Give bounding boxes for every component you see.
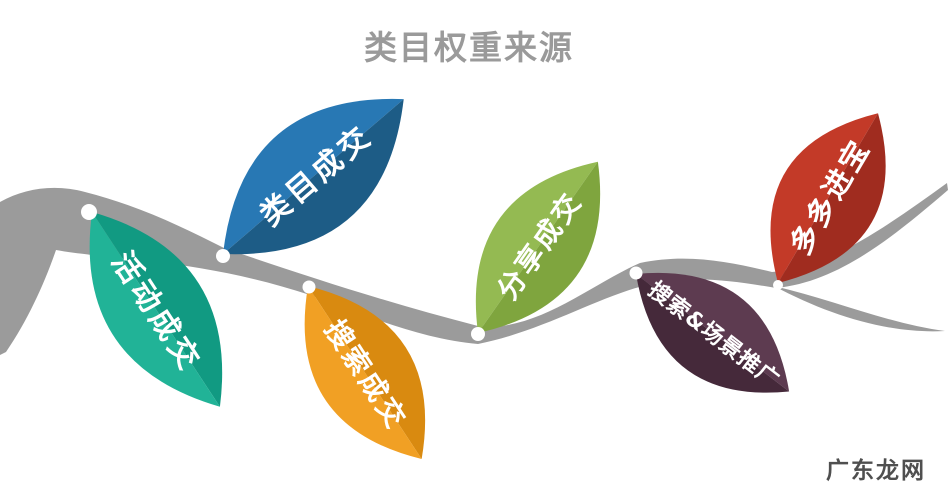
leaf-half-dark [92, 212, 223, 407]
tree-twig [774, 286, 945, 332]
leaf-half-light [770, 113, 878, 283]
branch-node-scene [629, 266, 643, 280]
leaf-half-dark [308, 286, 425, 460]
branch-node-search [302, 280, 316, 294]
leaf-half-dark [478, 161, 601, 333]
leaf-half-light [304, 286, 422, 460]
leaf-half-dark [778, 113, 886, 283]
leaf-half-light [475, 161, 598, 333]
watermark: 广东龙网 [826, 458, 926, 484]
leaf-share-deals: 分享成交 [475, 161, 601, 333]
tree-branch [0, 183, 948, 355]
leaf-half-dark [223, 99, 404, 255]
page-title: 类目权重来源 [364, 28, 574, 67]
branch-node-jinbao [773, 280, 783, 290]
leaf-half-light [223, 98, 404, 254]
branch-node-activity [81, 204, 97, 220]
leaf-half-light [89, 212, 220, 407]
leaf-half-dark [636, 274, 790, 393]
leaf-search-deals: 搜索成交 [304, 286, 425, 460]
branch-node-share [471, 327, 485, 341]
leaf-half-light [636, 273, 790, 392]
branch-node-category [216, 249, 230, 263]
